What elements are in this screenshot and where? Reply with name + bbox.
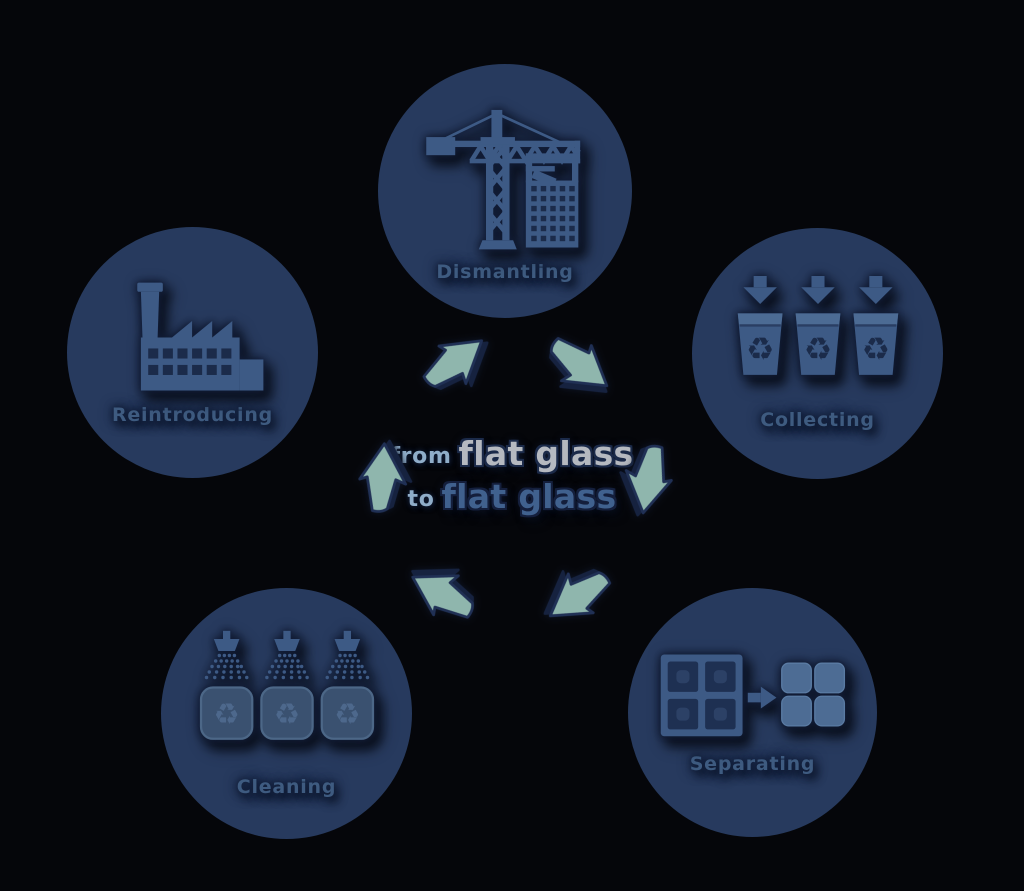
spray-washing-recycling-crates-icon: ♻: [199, 629, 374, 740]
flow-arrow-icon: [411, 319, 501, 406]
stage-label: Reintroducing: [112, 404, 273, 426]
window-frame-to-glass-panes-icon: [660, 653, 845, 736]
flow-arrow-icon: [535, 323, 625, 410]
stage-dismantling: Dismantling: [378, 64, 632, 318]
flow-arrow-icon: [354, 438, 411, 515]
from-word: from: [390, 444, 452, 469]
right-arrow-icon: [747, 686, 776, 708]
stage-label: Collecting: [760, 409, 875, 431]
recycling-bins-down-arrows-icon: ♻: [736, 276, 899, 377]
glass-panes: [780, 662, 845, 727]
factory-windows: [147, 348, 231, 375]
stage-reintroducing: Reintroducing: [67, 227, 318, 478]
stage-separating: Separating: [628, 588, 877, 837]
from-subject: flat glass: [458, 434, 634, 473]
building-windows: [531, 185, 575, 242]
flow-arrow-icon: [397, 552, 487, 634]
tower-crane-building-icon: [426, 109, 581, 250]
stage-label: Dismantling: [436, 261, 574, 283]
stage-label: Cleaning: [236, 776, 337, 798]
stage-cleaning: ♻ Cleaning: [161, 588, 412, 839]
to-word: to: [407, 487, 435, 512]
stage-collecting: ♻ Collecting: [692, 228, 943, 479]
to-subject: flat glass: [441, 477, 617, 516]
flow-arrow-icon: [532, 553, 622, 638]
factory-icon: [136, 282, 263, 391]
stage-label: Separating: [689, 752, 816, 775]
